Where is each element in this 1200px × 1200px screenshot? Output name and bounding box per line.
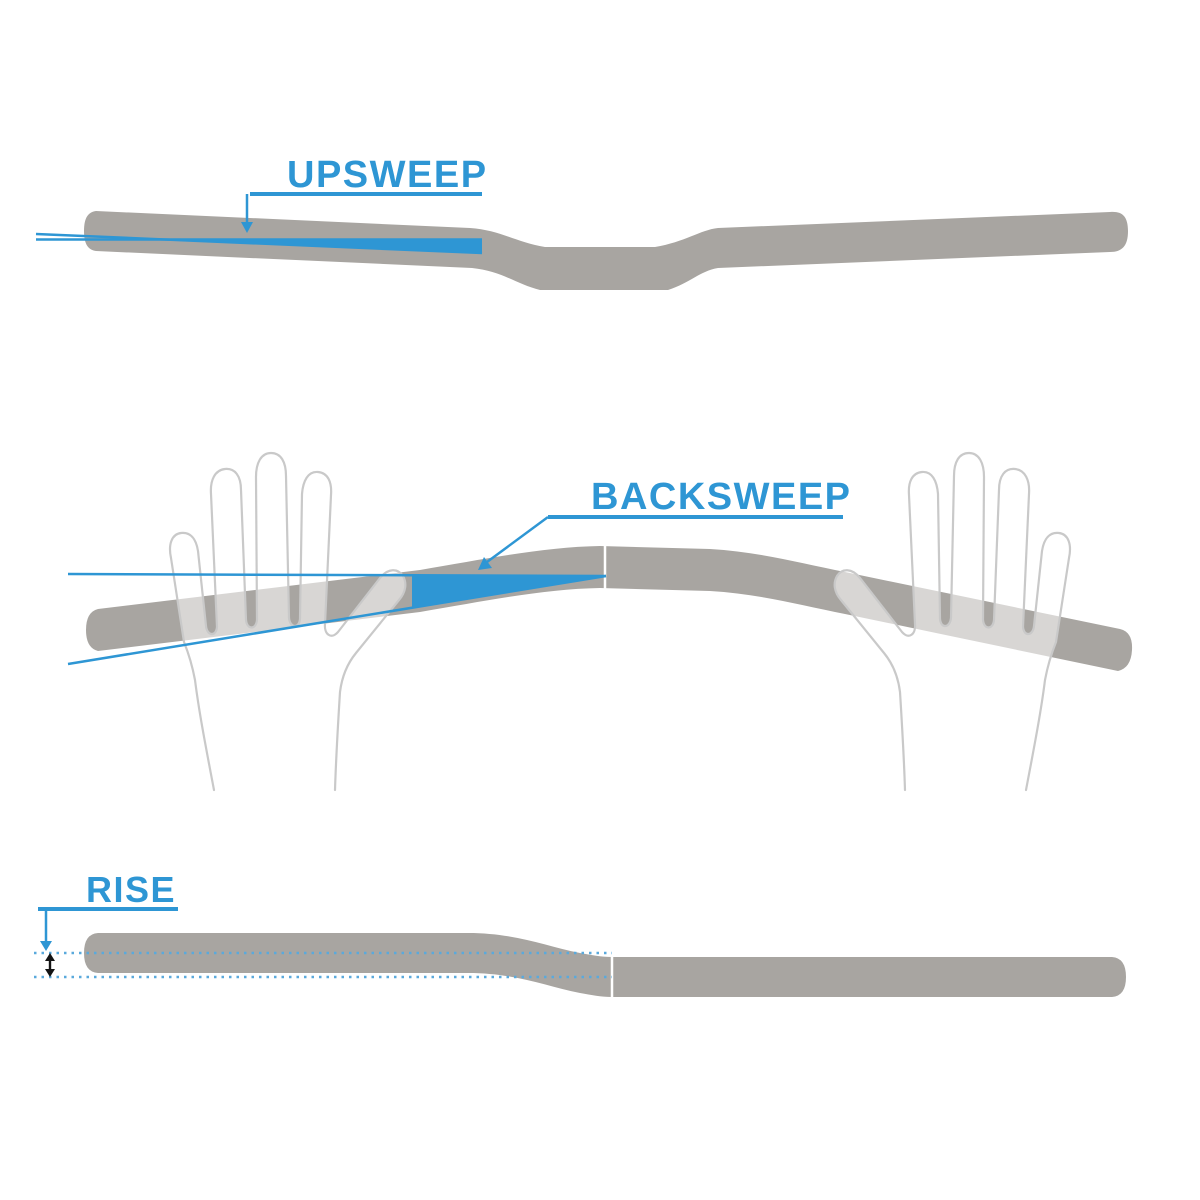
- handlebar-rise-view: [84, 933, 1126, 997]
- right-hand-illustration: [833, 451, 1072, 792]
- upsweep-arrowhead-icon: [241, 222, 253, 233]
- rise-section: RISE: [34, 869, 1126, 997]
- backsweep-horizontal-reference-line: [67, 572, 607, 578]
- rise-label: RISE: [86, 869, 176, 910]
- upsweep-section: UPSWEEP: [35, 154, 1128, 290]
- right-hand-fill: [834, 453, 1070, 790]
- left-hand-illustration: [168, 451, 407, 792]
- rise-measure-arrowhead-up-icon: [45, 953, 55, 961]
- right-hand-outline: [833, 451, 1072, 792]
- backsweep-leader-line: [486, 515, 549, 564]
- backsweep-label: BACKSWEEP: [591, 476, 852, 518]
- backsweep-section: BACKSWEEP: [67, 451, 1133, 792]
- backsweep-bar-axis-line: [67, 574, 607, 666]
- upsweep-label: UPSWEEP: [287, 154, 488, 196]
- upsweep-bar-axis-line: [35, 232, 483, 255]
- backsweep-arrowhead-icon: [478, 557, 492, 570]
- rise-measure-arrowhead-down-icon: [45, 969, 55, 977]
- rise-arrowhead-icon: [40, 941, 52, 951]
- handlebar-front-view: [84, 211, 1128, 290]
- left-hand-fill: [170, 453, 406, 790]
